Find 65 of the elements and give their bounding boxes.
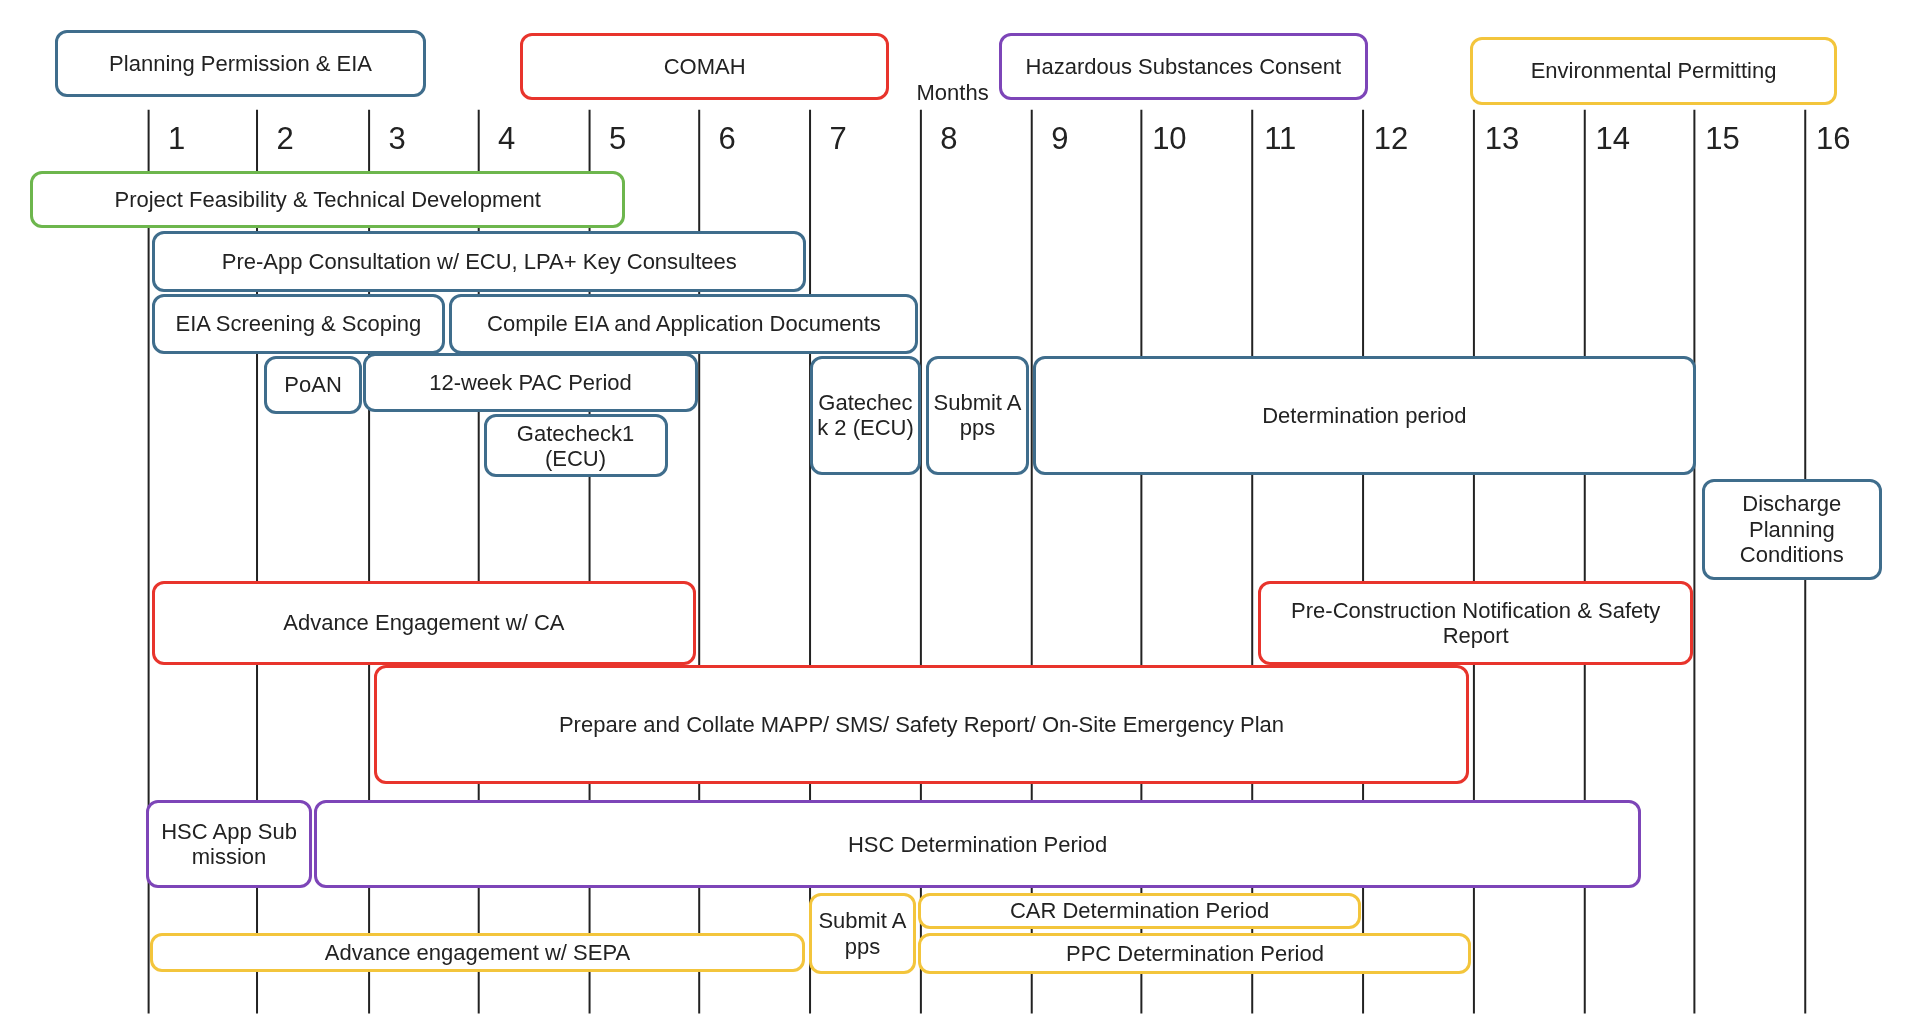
task-bar	[264, 355, 362, 415]
task-bar	[152, 293, 445, 355]
task-label: Prepare and Collate MAPP/ SMS/ Safety Report/ On-Site Emergency Plan	[558, 712, 1285, 738]
month-number: 4	[498, 120, 516, 157]
task-bar	[925, 355, 1030, 476]
task-label: PPC Determination Period	[1065, 941, 1324, 967]
axis-title: Months	[916, 79, 989, 106]
month-number: 8	[940, 120, 958, 157]
task-bar	[373, 665, 1470, 785]
task-label: Environmental Permitting	[1530, 58, 1777, 84]
task-label: HSC App Submission	[160, 818, 298, 870]
task-bar	[810, 355, 921, 476]
task-label: COMAH	[663, 53, 746, 79]
task-label: Submit Apps	[817, 908, 908, 959]
task-label: Compile EIA and Application Documents	[487, 311, 881, 337]
task-bar	[1032, 355, 1696, 476]
task-bar	[363, 353, 698, 412]
task-label: Advance engagement w/ SEPA	[324, 939, 631, 966]
category-header-box	[520, 32, 890, 100]
task-bar	[1258, 581, 1694, 666]
month-number: 7	[829, 120, 847, 157]
task-label: HSC Determination Period	[847, 831, 1108, 857]
category-header-box	[1470, 36, 1837, 105]
month-number: 6	[718, 120, 736, 157]
task-label: Hazardous Substances Consent	[1025, 53, 1342, 79]
task-bar	[149, 933, 806, 973]
month-number: 5	[608, 120, 627, 157]
task-label: Planning Permission & EIA	[109, 51, 372, 77]
task-label: Pre-App Consultation w/ ECU, LPA+ Key Consultees	[221, 249, 737, 275]
month-number: 9	[1051, 120, 1069, 157]
month-number: 1	[168, 120, 186, 157]
task-label: Advance Engagement w/ CA	[283, 610, 565, 636]
task-bar	[152, 231, 807, 293]
task-label: Gatecheck1 (ECU)	[515, 420, 636, 472]
task-bar	[1701, 478, 1882, 580]
task-label: Discharge Planning Conditions	[1738, 491, 1845, 568]
category-header-box	[998, 32, 1368, 100]
task-label: 12-week PAC Period	[429, 369, 632, 396]
task-bar	[808, 892, 916, 975]
category-header-box	[54, 30, 427, 98]
task-bar	[30, 170, 625, 228]
task-label: PoAN	[284, 372, 342, 398]
month-number: 11	[1264, 120, 1297, 157]
month-number: 16	[1816, 120, 1851, 157]
task-label: CAR Determination Period	[1009, 898, 1270, 924]
month-number: 14	[1595, 120, 1630, 157]
month-number: 15	[1705, 120, 1740, 157]
month-number: 3	[388, 120, 406, 157]
task-bar	[152, 581, 696, 666]
task-bar	[918, 892, 1361, 930]
month-number: 12	[1373, 120, 1409, 157]
task-label: Project Feasibility & Technical Development	[114, 186, 541, 212]
task-label: Gatecheck 2 (ECU)	[817, 390, 914, 441]
task-bar	[146, 800, 312, 888]
task-label: Determination period	[1262, 402, 1467, 428]
month-number: 10	[1152, 120, 1187, 157]
task-label: Pre-Construction Notification & Safety Report	[1290, 597, 1662, 649]
task-label: EIA Screening & Scoping	[175, 311, 422, 337]
month-number: 2	[276, 120, 294, 157]
task-bar	[918, 933, 1472, 975]
task-label: Submit Apps	[932, 390, 1023, 441]
month-number: 13	[1484, 120, 1520, 157]
task-bar	[314, 800, 1641, 888]
task-bar	[483, 414, 668, 478]
task-bar	[449, 293, 919, 355]
